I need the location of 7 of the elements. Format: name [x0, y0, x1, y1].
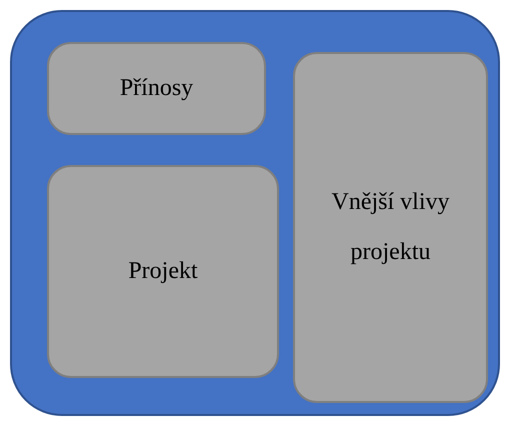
rounded-box: [293, 52, 488, 403]
container-panel: [10, 10, 500, 416]
rounded-box: [47, 165, 279, 378]
rounded-box: [47, 42, 266, 135]
box-label: Projekt: [128, 256, 198, 286]
box-label: Přínosy: [120, 74, 194, 103]
box-label: Vnější vlivy projektu: [330, 188, 450, 266]
